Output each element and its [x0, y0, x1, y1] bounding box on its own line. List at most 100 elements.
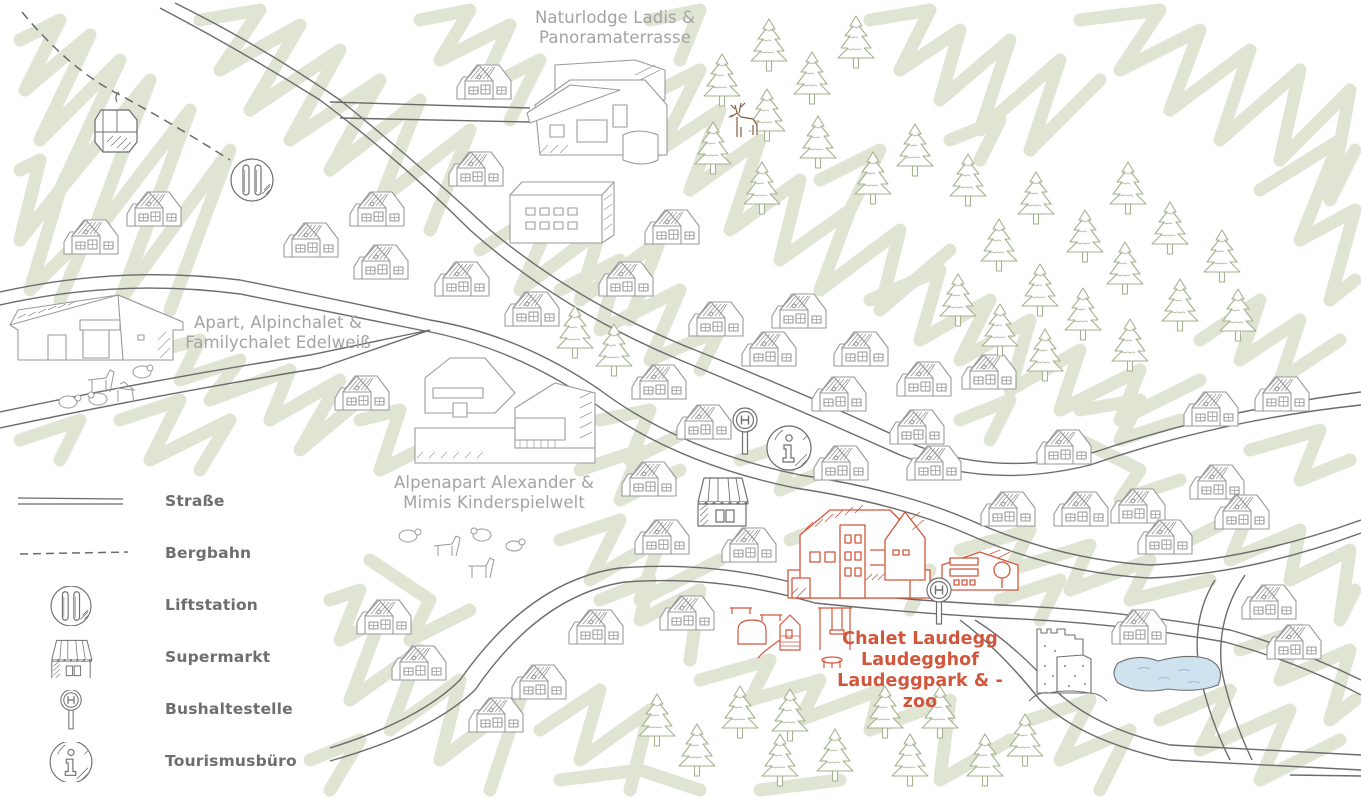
house-icon	[456, 64, 512, 100]
label-line: Mimis Kinderspielwelt	[403, 493, 585, 512]
label-line: Naturlodge Ladis &	[534, 8, 696, 27]
chalet-laudegg-building	[787, 504, 1019, 599]
house-icon	[644, 209, 700, 245]
house-icon	[980, 491, 1036, 527]
house-icon	[1254, 376, 1310, 412]
label-alexander: Alpenapart Alexander & Mimis Kinderspiel…	[378, 473, 610, 513]
house-icon	[1053, 491, 1109, 527]
house-icon	[631, 364, 687, 400]
legend-item-supermarket: Supermarkt	[0, 638, 340, 678]
label-line: Laudegghof	[861, 650, 979, 670]
edelweiss-chalet	[9, 294, 184, 361]
legend-item-bus-stop: Bushaltestelle	[0, 690, 340, 730]
house-icon	[771, 293, 827, 329]
legend-label: Straße	[165, 492, 225, 510]
house-icon	[568, 609, 624, 645]
house-icon	[1241, 584, 1297, 620]
tree-icon	[1066, 209, 1104, 263]
bus-stop-icon	[60, 690, 82, 730]
lake	[1113, 655, 1221, 692]
house-icon	[1214, 494, 1270, 530]
house-icon	[741, 331, 797, 367]
tree-icon	[678, 723, 716, 777]
deer-icon	[728, 102, 758, 137]
label-line: Apart, Alpinchalet &	[194, 313, 362, 332]
tree-icon	[1064, 287, 1102, 341]
tree-icon	[1161, 278, 1199, 332]
house-icon	[126, 191, 182, 227]
castle-ruin-icon	[1028, 628, 1108, 702]
tourist-info-icon	[49, 742, 93, 782]
legend-item-lift: Liftstation	[0, 586, 340, 626]
naturlodge-building	[526, 59, 668, 165]
label-line: Laudeggpark & -zoo	[837, 671, 1003, 712]
house-icon	[906, 445, 962, 481]
house-icon	[1266, 624, 1322, 660]
house-icon	[511, 664, 567, 700]
label-laudegg: Chalet Laudegg Laudegghof Laudeggpark & …	[822, 629, 1018, 713]
tree-icon	[1021, 263, 1059, 317]
sheep-and-horses-west	[58, 364, 154, 409]
sheep-and-horses-center	[398, 527, 526, 579]
tree-icon	[1017, 171, 1055, 225]
tree-icon	[816, 728, 854, 782]
house-icon	[811, 376, 867, 412]
house-icon	[676, 404, 732, 440]
label-line: Alpenapart Alexander &	[394, 473, 594, 492]
house-icon	[468, 697, 524, 733]
supermarket-icon	[697, 477, 749, 527]
lift-station-icon	[230, 158, 274, 202]
tree-icon	[793, 51, 831, 105]
house-icon	[1137, 519, 1193, 555]
house-icon	[434, 261, 490, 297]
tourist-info-icon	[766, 425, 812, 471]
label-line: Panoramaterrasse	[539, 28, 691, 47]
lift-station-icon	[50, 586, 92, 626]
house-icon	[1189, 464, 1245, 500]
house-icon	[833, 331, 889, 367]
house-icon	[283, 222, 339, 258]
legend-label: Tourismusbüro	[165, 752, 297, 770]
label-naturlodge: Naturlodge Ladis & Panoramaterrasse	[510, 8, 720, 48]
tree-icon	[896, 123, 934, 177]
cable-car-gondola-icon	[94, 91, 138, 153]
house-icon	[349, 191, 405, 227]
tree-icon	[1111, 318, 1149, 372]
playground	[730, 607, 852, 668]
house-icon	[896, 361, 952, 397]
tree-icon	[891, 733, 929, 787]
legend-item-road: Straße	[0, 482, 340, 522]
legend-label: Liftstation	[165, 596, 259, 614]
legend-label: Bergbahn	[165, 544, 252, 562]
label-line: Familychalet Edelweiß	[185, 333, 371, 352]
house-icon	[391, 645, 447, 681]
house-icon	[353, 244, 409, 280]
tree-icon	[799, 115, 837, 169]
house-icon	[504, 291, 560, 327]
bus-stop-icon	[732, 407, 758, 455]
house-icon	[1111, 609, 1167, 645]
apartment-block	[509, 181, 615, 244]
legend-item-cable-car: Bergbahn	[0, 534, 340, 574]
legend-label: Supermarkt	[165, 648, 271, 666]
house-icon	[356, 599, 412, 635]
house-icon	[889, 409, 945, 445]
house-icon	[1183, 391, 1239, 427]
tree-icon	[980, 218, 1018, 272]
alpenapart-building	[414, 357, 596, 464]
tree-icon	[1203, 229, 1241, 283]
label-line: Chalet Laudegg	[842, 629, 998, 649]
tree-icon	[750, 18, 788, 72]
map-legend: Straße Bergbahn Liftstation Supermarkt B…	[0, 470, 340, 790]
house-icon	[813, 445, 869, 481]
tree-icon	[1109, 161, 1147, 215]
cable-car-line-icon	[19, 551, 128, 555]
tree-icon	[761, 733, 799, 787]
supermarket-icon	[51, 639, 93, 678]
tree-icon	[703, 53, 741, 107]
legend-label: Bushaltestelle	[165, 700, 293, 718]
legend-item-tourist-info: Tourismusbüro	[0, 742, 340, 782]
house-icon	[688, 301, 744, 337]
cable-car-line	[21, 11, 231, 161]
